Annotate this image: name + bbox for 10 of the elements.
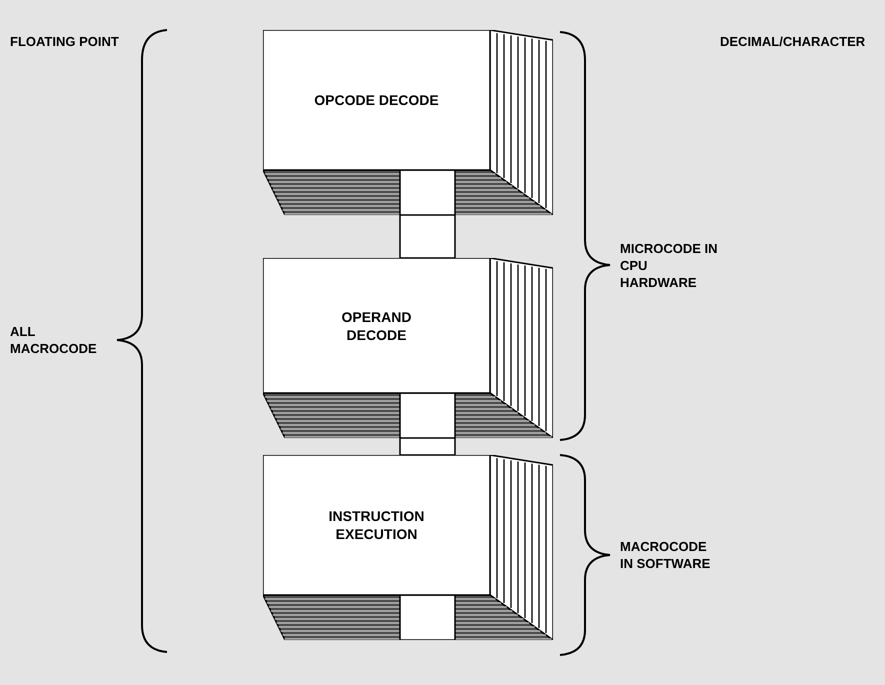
block-label: INSTRUCTION EXECUTION <box>328 507 426 543</box>
connector-bar <box>399 214 456 259</box>
annotation-label: MACROCODE IN SOFTWARE <box>620 538 712 572</box>
block-label: OPERAND DECODE <box>340 308 412 344</box>
annotation-label: DECIMAL/CHARACTER <box>720 33 866 50</box>
annotation-label: FLOATING POINT <box>10 33 119 50</box>
connector-bar <box>399 437 456 456</box>
block-label: OPCODE DECODE <box>313 91 440 109</box>
annotation-label: ALL MACROCODE <box>10 323 98 357</box>
annotation-label: MICROCODE IN CPU HARDWARE <box>620 240 718 291</box>
